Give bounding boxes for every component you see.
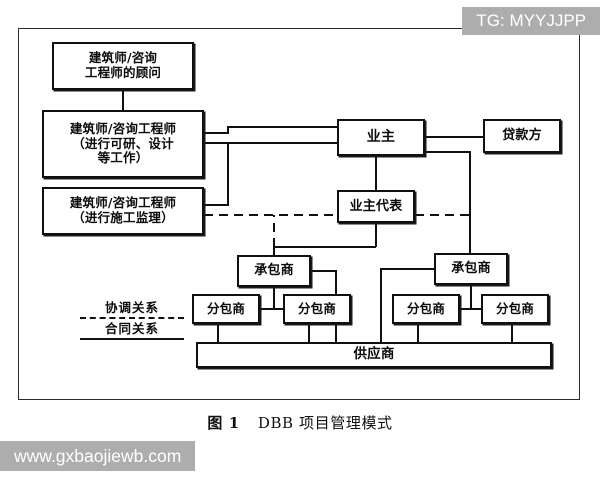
node-subcontractor-2: 分包商	[283, 294, 351, 324]
node-adviser-line1: 建筑师/咨询	[88, 50, 158, 66]
node-subcontractor-4: 分包商	[481, 294, 549, 324]
node-owner-rep-label: 业主代表	[349, 198, 403, 214]
node-design-line1: 建筑师/咨询工程师	[69, 120, 177, 136]
node-sub4-label: 分包商	[495, 300, 535, 316]
node-contractor-left-label: 承包商	[254, 263, 294, 279]
legend-dashed-sample	[80, 317, 184, 319]
node-contractor-right: 承包商	[434, 253, 508, 285]
line-design-owner	[204, 126, 337, 134]
node-design-line2: （进行可研、设计	[72, 135, 174, 151]
node-contractor-right-label: 承包商	[451, 261, 491, 277]
node-architect-consultant-adviser: 建筑师/咨询 工程师的顾问	[52, 42, 194, 90]
node-owner-label: 业主	[366, 129, 396, 146]
node-adviser-line2: 工程师的顾问	[84, 65, 162, 80]
node-owner-representative: 业主代表	[337, 190, 415, 223]
watermark-website-text: www.gxbaojiewb.com	[14, 445, 182, 466]
line-ctrr-supplier	[380, 268, 434, 342]
node-lender-label: 贷款方	[502, 128, 542, 144]
figure-caption-number: 图 1	[207, 414, 240, 432]
node-supervise-line1: 建筑师/咨询工程师	[69, 195, 177, 211]
node-subcontractor-1: 分包商	[192, 294, 260, 324]
node-supervise-line2: （进行施工监理）	[72, 210, 174, 225]
figure-caption: 图 1 DBB 项目管理模式	[0, 412, 600, 433]
legend-solid-sample	[80, 338, 184, 340]
node-supplier-label: 供应商	[353, 346, 395, 363]
node-sub1-label: 分包商	[206, 300, 246, 316]
node-design-line3: 等工作）	[97, 150, 149, 166]
watermark-telegram: TG: MYYJJPP	[462, 7, 600, 35]
node-architect-consultant-supervision: 建筑师/咨询工程师 （进行施工监理）	[42, 187, 204, 235]
node-sub2-label: 分包商	[297, 300, 337, 316]
node-contractor-left: 承包商	[237, 255, 311, 287]
line-owner-contractor-right	[425, 151, 471, 253]
figure-caption-title: DBB 项目管理模式	[257, 414, 393, 432]
node-owner: 业主	[337, 119, 425, 156]
watermark-website: www.gxbaojiewb.com	[0, 441, 196, 471]
legend-coordination-label: 协调关系	[104, 300, 159, 315]
node-architect-consultant-design: 建筑师/咨询工程师 （进行可研、设计 等工作）	[42, 110, 204, 178]
line-supervise-owner	[204, 143, 229, 206]
node-subcontractor-3: 分包商	[392, 294, 460, 324]
node-supplier: 供应商	[196, 342, 552, 368]
legend-contract-label: 合同关系	[104, 321, 159, 336]
watermark-telegram-text: TG: MYYJJPP	[476, 11, 586, 30]
legend: 协调关系 合同关系	[80, 300, 184, 340]
node-sub3-label: 分包商	[406, 300, 446, 316]
node-lender: 贷款方	[483, 119, 561, 153]
